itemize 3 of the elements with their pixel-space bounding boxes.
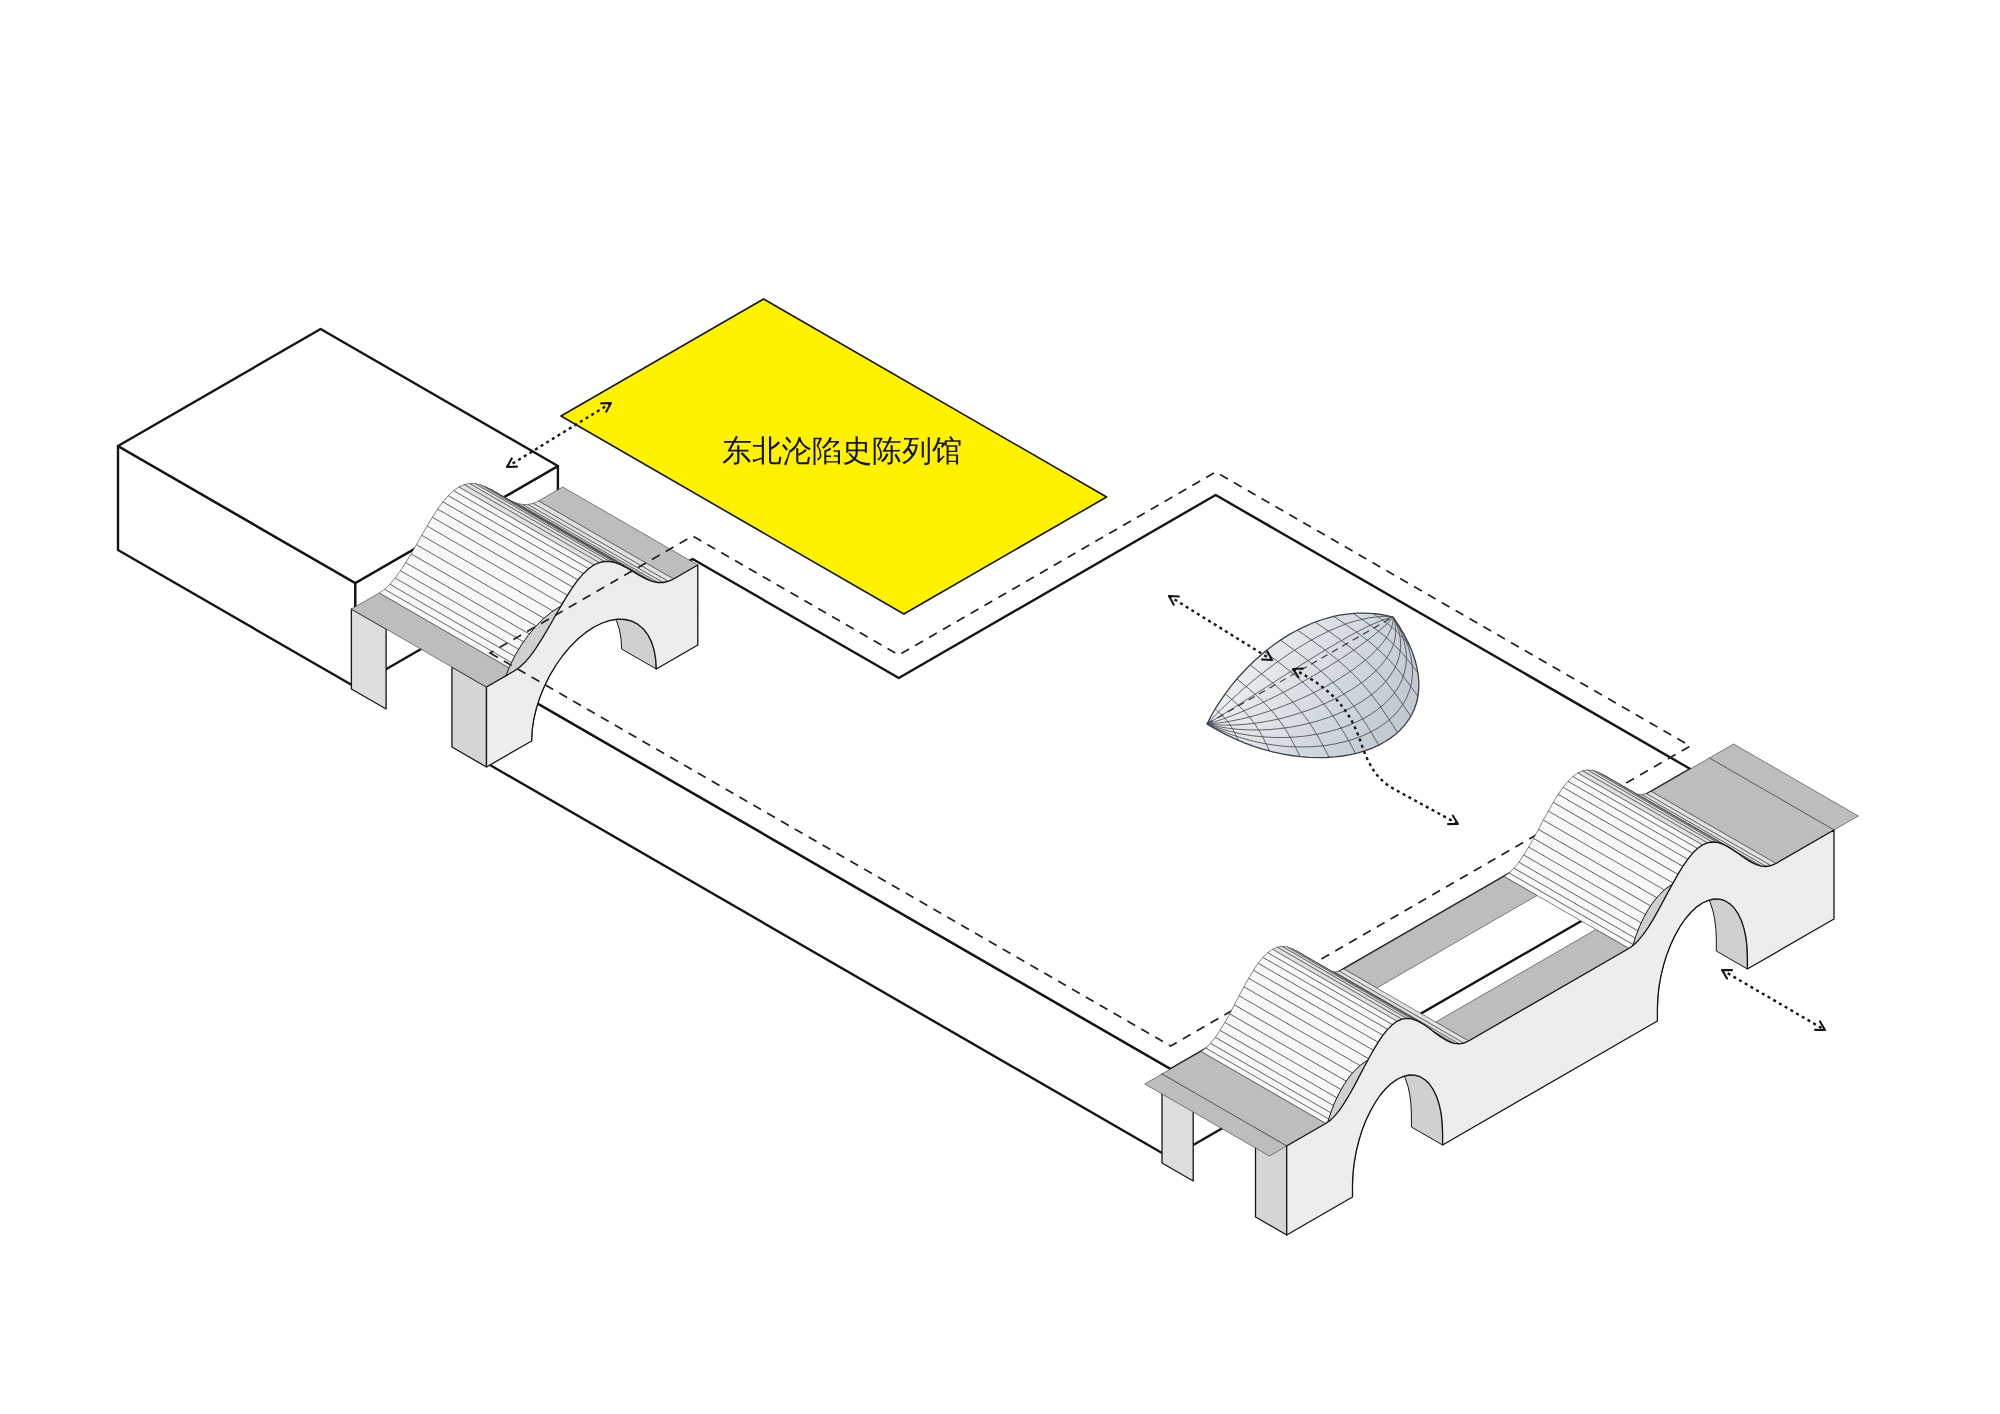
double-headed-arrow xyxy=(505,401,613,469)
museum-site-plane xyxy=(558,296,1110,617)
building-name-label: 东北沦陷史陈列馆 xyxy=(721,432,962,469)
